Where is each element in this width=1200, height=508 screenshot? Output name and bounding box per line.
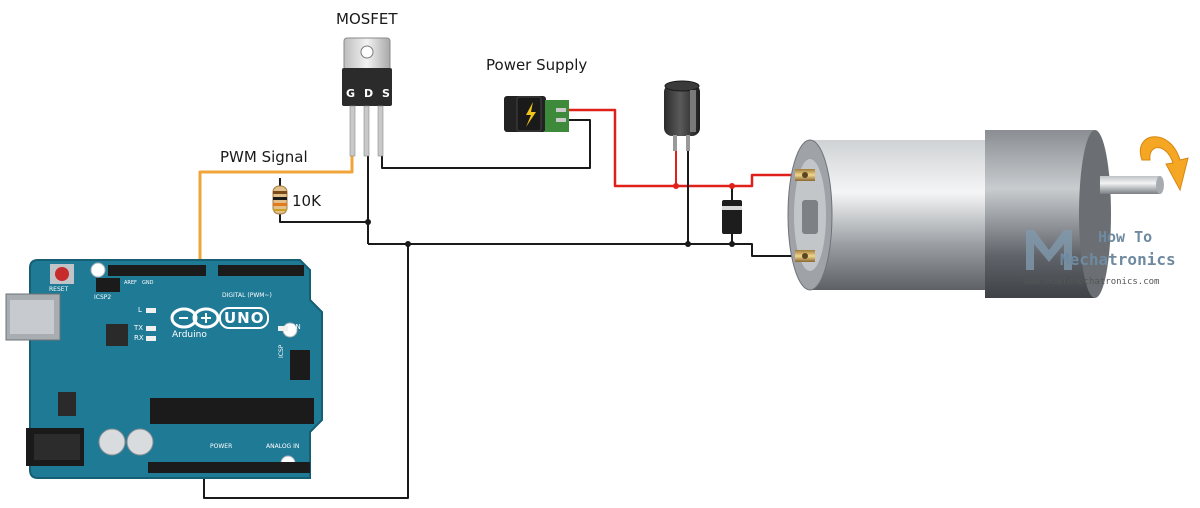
capacitor bbox=[664, 80, 700, 151]
watermark: How To Mechatronics www.HowToMechatronic… bbox=[1024, 226, 1176, 292]
arduino-on-label: ON bbox=[290, 323, 301, 331]
mosfet bbox=[342, 37, 392, 157]
power-supply-label: Power Supply bbox=[486, 56, 588, 74]
arduino-power-label: POWER bbox=[210, 443, 233, 450]
arduino-gnd-label: GND bbox=[142, 280, 154, 286]
arduino-board bbox=[5, 259, 323, 479]
arduino-analog-label: ANALOG IN bbox=[266, 443, 300, 450]
arduino-digital-label: DIGITAL (PWM~) bbox=[222, 292, 272, 299]
watermark-m-icon bbox=[1026, 230, 1072, 270]
diode bbox=[722, 200, 742, 234]
mosfet-pin-labels: G D S bbox=[346, 87, 390, 100]
mosfet-pin-gate: G bbox=[346, 87, 356, 100]
rotation-arrow-icon bbox=[1139, 136, 1189, 192]
arduino-brand-label: Arduino bbox=[172, 330, 207, 340]
mosfet-pin-source: S bbox=[382, 87, 390, 100]
arduino-aref-label: AREF bbox=[124, 280, 137, 286]
arduino-icsp-label: ICSP bbox=[278, 344, 285, 358]
power-positive-wire bbox=[568, 108, 800, 188]
ground-bus bbox=[368, 243, 800, 257]
mosfet-pin-drain: D bbox=[363, 87, 374, 100]
arduino-reset-label: RESET bbox=[49, 286, 69, 293]
source-wire bbox=[381, 119, 591, 169]
resistor bbox=[272, 178, 288, 215]
wires bbox=[198, 108, 800, 499]
pwm-signal-label: PWM Signal bbox=[220, 148, 308, 166]
watermark-line1: How To bbox=[1098, 228, 1153, 246]
arduino-rx-label: RX bbox=[134, 334, 144, 342]
watermark-line2: Mechatronics bbox=[1060, 250, 1176, 269]
arduino-tx-label: TX bbox=[134, 324, 144, 332]
arduino-icsp2-label: ICSP2 bbox=[94, 294, 112, 301]
arduino-infinity-icon bbox=[170, 307, 220, 329]
arduino-uno-logo: UNO bbox=[224, 309, 265, 327]
mosfet-label: MOSFET bbox=[336, 10, 398, 28]
power-jack bbox=[504, 96, 569, 132]
wire-junctions bbox=[365, 183, 735, 247]
pwm-wire bbox=[198, 155, 354, 270]
arduino-l-label: L bbox=[138, 306, 142, 314]
watermark-url: www.HowToMechatronics.com bbox=[1024, 277, 1160, 287]
resistor-value-label: 10K bbox=[292, 192, 321, 210]
dc-motor bbox=[787, 130, 1164, 298]
arduino-gnd-wire bbox=[203, 244, 409, 499]
